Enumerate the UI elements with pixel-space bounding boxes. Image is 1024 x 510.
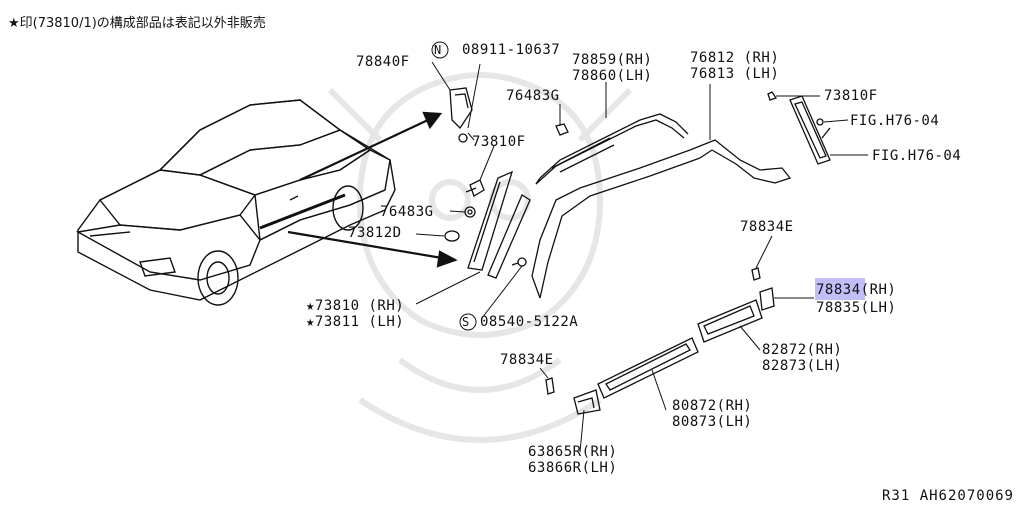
sale-note: ★印(73810/1)の構成部品は表記以外非販売	[8, 16, 266, 31]
label-73812D[interactable]: 73812D	[348, 225, 402, 241]
callout-arrows	[287, 111, 458, 268]
symbol-circles	[431, 41, 477, 331]
label-76483G-top[interactable]: 76483G	[506, 88, 560, 104]
label-73810F-top[interactable]: 73810F	[824, 88, 878, 104]
label-08540-5122A[interactable]: 08540-5122A	[480, 314, 579, 330]
leader-lines	[415, 61, 868, 453]
label-fig-h76-04-b[interactable]: FIG.H76-04	[872, 148, 962, 164]
car-illustration	[75, 99, 396, 306]
label-78859[interactable]: 78859(RH)	[572, 52, 653, 68]
label-63866R[interactable]: 63866R(LH)	[528, 460, 618, 476]
label-78840F[interactable]: 78840F	[356, 54, 410, 70]
label-76812[interactable]: 76812 (RH)	[690, 50, 780, 66]
label-63865R[interactable]: 63865R(RH)	[528, 444, 618, 460]
label-08911-10637[interactable]: 08911-10637	[462, 42, 561, 58]
label-76483G[interactable]: 76483G	[380, 204, 434, 220]
label-82873[interactable]: 82873(LH)	[762, 358, 843, 374]
label-80872[interactable]: 80872(RH)	[672, 398, 753, 414]
label-78834E-right[interactable]: 78834E	[740, 219, 794, 235]
label-78834E-left[interactable]: 78834E	[500, 352, 554, 368]
label-78860[interactable]: 78860(LH)	[572, 68, 653, 84]
label-80873[interactable]: 80873(LH)	[672, 414, 753, 430]
diagram-code: R31 AH62070069	[881, 488, 1014, 504]
label-73810[interactable]: ★73810 (RH)	[306, 298, 405, 314]
label-fig-h76-04-a[interactable]: FIG.H76-04	[850, 113, 940, 129]
label-82872[interactable]: 82872(RH)	[762, 342, 843, 358]
label-73810F[interactable]: 73810F	[472, 134, 526, 150]
watermark-emblem	[327, 72, 633, 443]
label-78834[interactable]: 78834(RH)	[816, 282, 897, 298]
label-73811[interactable]: ★73811 (LH)	[306, 314, 405, 330]
label-78835[interactable]: 78835(LH)	[816, 300, 897, 316]
symbol-n: N	[434, 43, 442, 57]
selected-part-highlight[interactable]	[815, 278, 865, 300]
symbol-s: S	[462, 315, 470, 329]
label-76813[interactable]: 76813 (LH)	[690, 66, 780, 82]
parts-drawings	[444, 87, 831, 415]
